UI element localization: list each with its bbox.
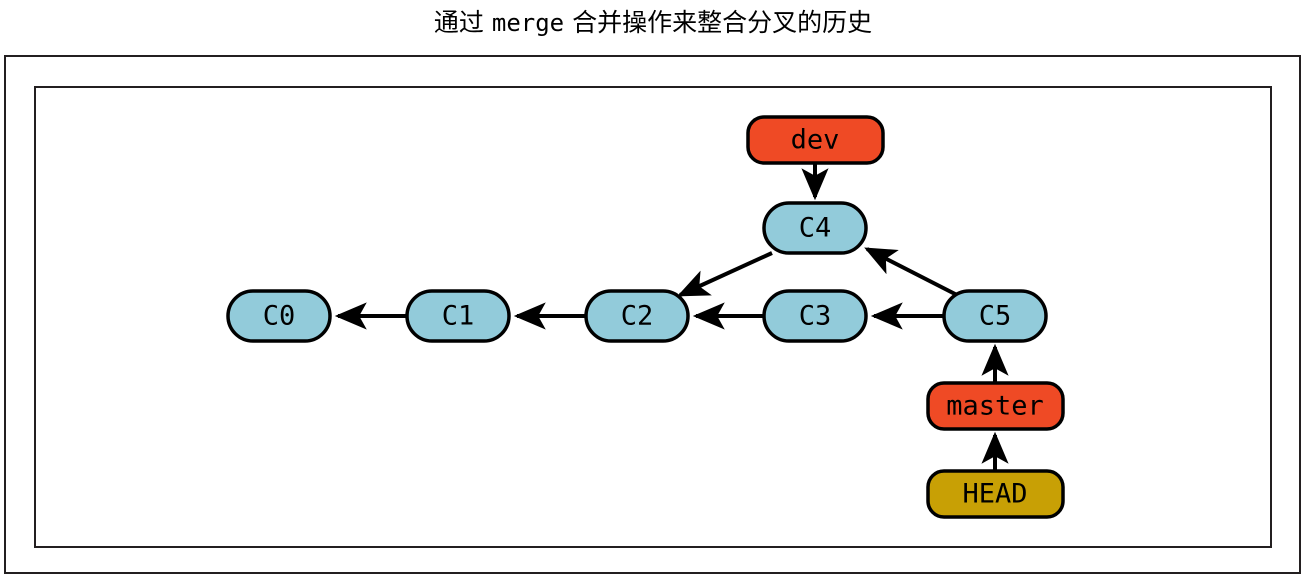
- inner-frame: [34, 86, 1272, 548]
- branch-label-dev[interactable]: dev: [746, 115, 885, 165]
- node-c3[interactable]: C3: [762, 289, 868, 343]
- title-prefix: 通过: [433, 8, 492, 37]
- edge-c4-to-c2: [677, 251, 773, 297]
- node-c1[interactable]: C1: [405, 289, 511, 343]
- branch-label-dev-text: dev: [791, 125, 840, 156]
- node-label-c2: C2: [621, 301, 654, 332]
- node-c0[interactable]: C0: [226, 289, 332, 343]
- edge-c5-to-c4: [864, 247, 958, 297]
- head-pointer-label[interactable]: HEAD: [926, 469, 1065, 519]
- page-title: 通过 merge 合并操作来整合分叉的历史: [0, 4, 1306, 42]
- branch-label-master[interactable]: master: [926, 381, 1065, 431]
- title-keyword-merge: merge: [491, 9, 565, 37]
- node-label-c3: C3: [799, 301, 832, 332]
- node-c2[interactable]: C2: [584, 289, 690, 343]
- branch-label-master-text: master: [946, 391, 1044, 422]
- node-c4[interactable]: C4: [762, 201, 868, 255]
- edges-layer: [334, 163, 1009, 471]
- node-label-c0: C0: [263, 301, 296, 332]
- title-suffix: 合并操作来整合分叉的历史: [564, 8, 873, 37]
- node-label-c1: C1: [442, 301, 475, 332]
- outer-frame: [4, 55, 1301, 574]
- node-c5[interactable]: C5: [942, 289, 1048, 343]
- node-label-c4: C4: [799, 213, 832, 244]
- head-pointer-label-text: HEAD: [962, 479, 1027, 510]
- node-label-c5: C5: [979, 301, 1012, 332]
